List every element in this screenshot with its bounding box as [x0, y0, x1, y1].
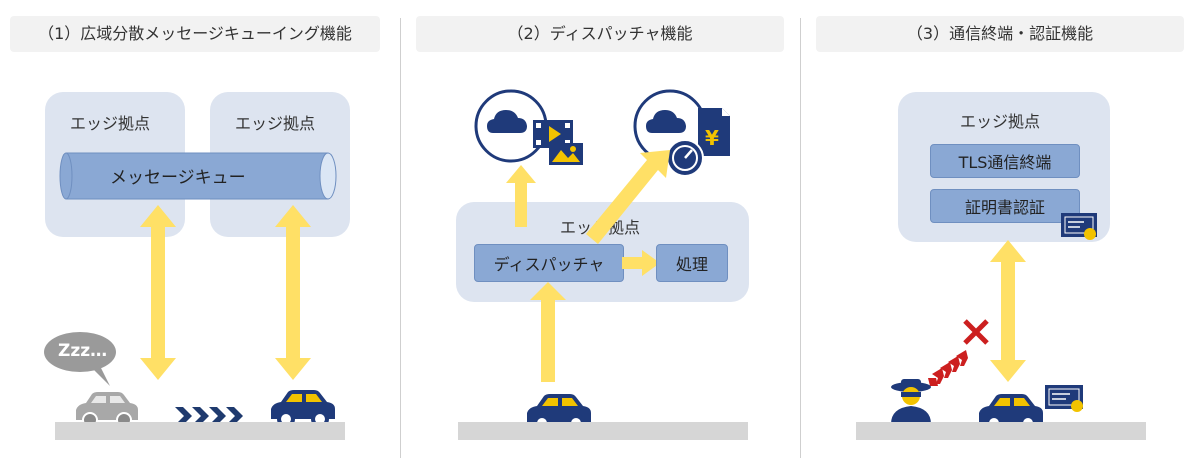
bidirectional-arrow [275, 205, 311, 380]
cloud-payment-service [633, 89, 730, 177]
dispatcher-box: ディスパッチャ [474, 244, 624, 282]
sleep-bubble-text: Zzz… [58, 341, 108, 361]
yen-symbol: ¥ [705, 126, 719, 150]
blocked-cross-icon [963, 319, 989, 345]
message-queue-label: メッセージキュー [110, 168, 246, 188]
video-icon [533, 120, 583, 165]
edge-site-label: エッジ拠点 [235, 114, 316, 133]
cloud-icon [487, 110, 527, 133]
road [856, 422, 1146, 440]
diagonal-arrow-to-payment [586, 150, 670, 244]
certificate-icon [1061, 213, 1097, 240]
certificate-auth-box: 証明書認証 [930, 189, 1080, 223]
edge-site-label: エッジ拠点 [960, 112, 1041, 131]
panel-title: （3）通信終端・認証機能 [816, 16, 1184, 52]
attack-chevrons [928, 350, 968, 386]
up-arrow-from-car [530, 282, 566, 382]
right-arrow-to-process [622, 250, 660, 276]
certificate-icon [1045, 385, 1083, 412]
document-yen-icon [698, 108, 730, 156]
panel-title: （2）ディスパッチャ機能 [416, 16, 784, 52]
road [55, 422, 345, 440]
hacker-icon [891, 379, 931, 424]
panel-tls-auth: （3）通信終端・認証機能 エッジ拠点 TLS通信終端 証明書認証 [800, 0, 1200, 465]
tls-termination-box: TLS通信終端 [930, 144, 1080, 178]
bidirectional-arrow [990, 240, 1026, 382]
cloud-icon [646, 110, 686, 133]
bidirectional-arrow [140, 205, 176, 380]
cloud-video-service [474, 89, 583, 165]
up-arrow-to-video [506, 165, 536, 227]
panel-title: （1）広域分散メッセージキューイング機能 [10, 16, 380, 52]
process-box: 処理 [656, 244, 728, 282]
movement-chevrons [175, 407, 243, 425]
panel-dispatcher: （2）ディスパッチャ機能 ¥ エッジ拠点 [400, 0, 800, 465]
panel-divider [400, 18, 401, 458]
edge-site-label: エッジ拠点 [70, 114, 151, 133]
panel-divider [800, 18, 801, 458]
panel-message-queue: （1）広域分散メッセージキューイング機能 エッジ拠点 エッジ拠点 メッセージキュ… [0, 0, 400, 465]
road [458, 422, 748, 440]
message-queue-cylinder [59, 152, 337, 200]
sleep-bubble-icon [44, 332, 116, 386]
speedometer-icon [666, 139, 704, 177]
